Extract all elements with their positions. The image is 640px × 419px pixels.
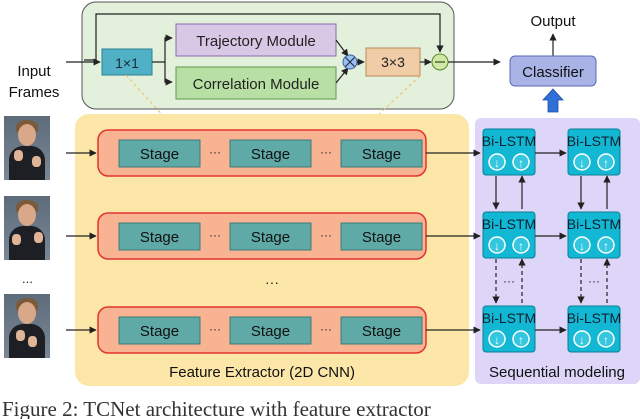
conv-1x1-label: 1×1 <box>115 55 139 71</box>
stage-label: Stage <box>251 323 290 340</box>
trajectory-module-box <box>175 23 337 57</box>
stage-box <box>118 222 201 251</box>
stage-box <box>340 139 423 168</box>
arrow-down-icon: ↓ <box>494 239 500 253</box>
stage-box <box>229 316 312 345</box>
arrow-down-icon: ↓ <box>494 333 500 347</box>
backward-unit <box>573 330 591 348</box>
stage-label: Stage <box>140 323 179 340</box>
trajectory-module-label: Trajectory Module <box>196 33 316 50</box>
stage-label: Stage <box>140 146 179 163</box>
stage-ellipsis: ··· <box>209 322 221 336</box>
backward-unit <box>573 153 591 171</box>
stage-label: Stage <box>251 229 290 246</box>
arrow-down-icon: ↓ <box>494 156 500 170</box>
arrow-up-icon: ↑ <box>603 156 609 170</box>
arrow-up-icon: ↑ <box>518 156 524 170</box>
stage-box <box>340 316 423 345</box>
stage-box <box>229 139 312 168</box>
conv-3x3-label: 3×3 <box>381 54 405 70</box>
stage-box <box>229 222 312 251</box>
lstm-ellipsis: ··· <box>588 274 600 288</box>
backward-unit <box>573 236 591 254</box>
feature-extractor-label: Feature Extractor (2D CNN) <box>169 364 355 381</box>
stage-ellipsis: ··· <box>209 145 221 159</box>
arrow-up-icon: ↑ <box>518 239 524 253</box>
arrow-down-icon: ↓ <box>579 239 585 253</box>
bilstm-label: Bi-LSTM <box>482 216 536 232</box>
multiply-node <box>342 54 358 70</box>
stage-label: Stage <box>251 146 290 163</box>
arrow-up-icon: ↑ <box>603 239 609 253</box>
stage-box <box>118 316 201 345</box>
stage-label: Stage <box>362 229 401 246</box>
stage-ellipsis: ··· <box>320 322 332 336</box>
forward-unit <box>597 236 615 254</box>
backward-unit <box>488 330 506 348</box>
add-node <box>431 53 449 71</box>
stage-label: Stage <box>362 323 401 340</box>
forward-unit <box>512 153 530 171</box>
correlation-module-label: Correlation Module <box>193 76 320 93</box>
input-frame-3 <box>4 294 50 358</box>
frames-ellipsis: ... <box>22 271 33 286</box>
backward-unit <box>488 236 506 254</box>
arrow-down-icon: ↓ <box>579 333 585 347</box>
input-frame-1 <box>4 116 50 180</box>
output-label: Output <box>530 13 576 30</box>
rows-ellipsis: ··· <box>265 274 279 290</box>
forward-unit <box>512 330 530 348</box>
lstm-ellipsis: ··· <box>503 274 515 288</box>
conv-3x3-box <box>365 47 421 77</box>
forward-unit <box>597 153 615 171</box>
stage-ellipsis: ··· <box>209 228 221 242</box>
stage-ellipsis: ··· <box>320 145 332 159</box>
stage-box <box>118 139 201 168</box>
bilstm-label: Bi-LSTM <box>482 310 536 326</box>
input-frame-2 <box>4 196 50 260</box>
stage-box <box>340 222 423 251</box>
bilstm-label: Bi-LSTM <box>482 133 536 149</box>
classifier-up-arrow <box>542 88 564 113</box>
classifier-box <box>509 55 597 87</box>
forward-unit <box>512 236 530 254</box>
input-frames-label-line2: Frames <box>9 84 60 101</box>
bilstm-label: Bi-LSTM <box>567 310 621 326</box>
correlation-module-box <box>175 66 337 100</box>
classifier-label: Classifier <box>522 64 584 81</box>
forward-unit <box>597 330 615 348</box>
arrow-down-icon: ↓ <box>579 156 585 170</box>
sequential-modeling-label: Sequential modeling <box>489 364 625 381</box>
stage-label: Stage <box>362 146 401 163</box>
conv-1x1-box <box>101 48 153 76</box>
stage-ellipsis: ··· <box>320 228 332 242</box>
backward-unit <box>488 153 506 171</box>
arrow-up-icon: ↑ <box>603 333 609 347</box>
bilstm-label: Bi-LSTM <box>567 133 621 149</box>
bilstm-label: Bi-LSTM <box>567 216 621 232</box>
stage-label: Stage <box>140 229 179 246</box>
input-frames-label-line1: Input <box>17 63 51 80</box>
arrow-up-icon: ↑ <box>518 333 524 347</box>
figure-caption: Figure 2: TCNet architecture with featur… <box>2 397 431 419</box>
